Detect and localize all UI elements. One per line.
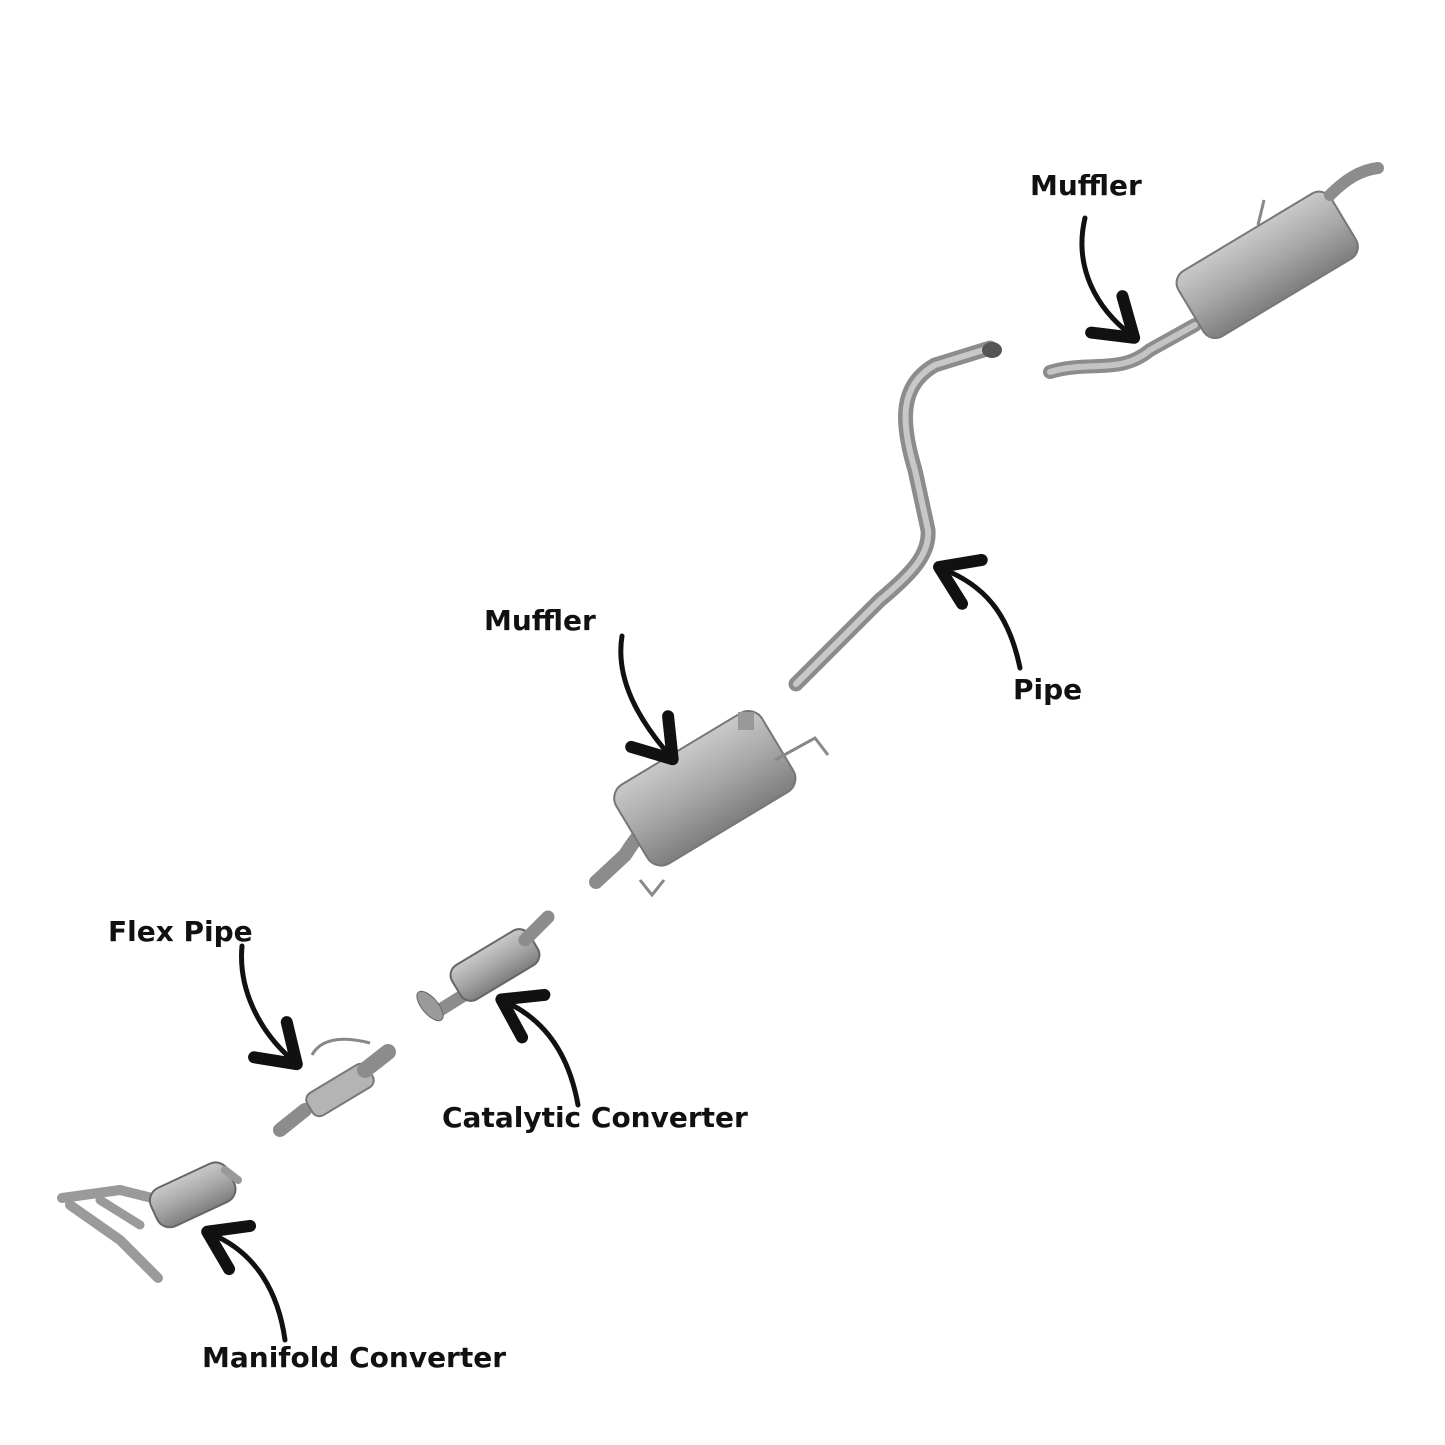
rear-muffler-part: [1043, 162, 1384, 379]
arrow-to-rear-muffler: [1079, 215, 1141, 344]
arrow-to-manifold-converter: [201, 1219, 288, 1343]
catalytic-converter-part: [416, 910, 555, 1022]
arrow-to-catalytic-converter: [495, 988, 581, 1108]
intermediate-pipe-part: [788, 340, 1002, 692]
flex-pipe-label: Flex Pipe: [108, 915, 253, 948]
manifold-converter-part: [57, 1161, 242, 1283]
rear-muffler-label: Muffler: [1030, 169, 1142, 202]
pipe-label: Pipe: [1013, 673, 1083, 706]
arrow-to-flex-pipe: [239, 943, 303, 1071]
manifold-converter-label: Manifold Converter: [202, 1341, 507, 1374]
flex-pipe-part: [273, 1037, 396, 1137]
catalytic-converter-label: Catalytic Converter: [442, 1101, 748, 1134]
arrow-to-middle-muffler: [618, 633, 679, 766]
middle-muffler-part: [589, 710, 830, 898]
arrow-to-pipe: [933, 553, 1023, 671]
middle-muffler-label: Muffler: [484, 604, 596, 637]
